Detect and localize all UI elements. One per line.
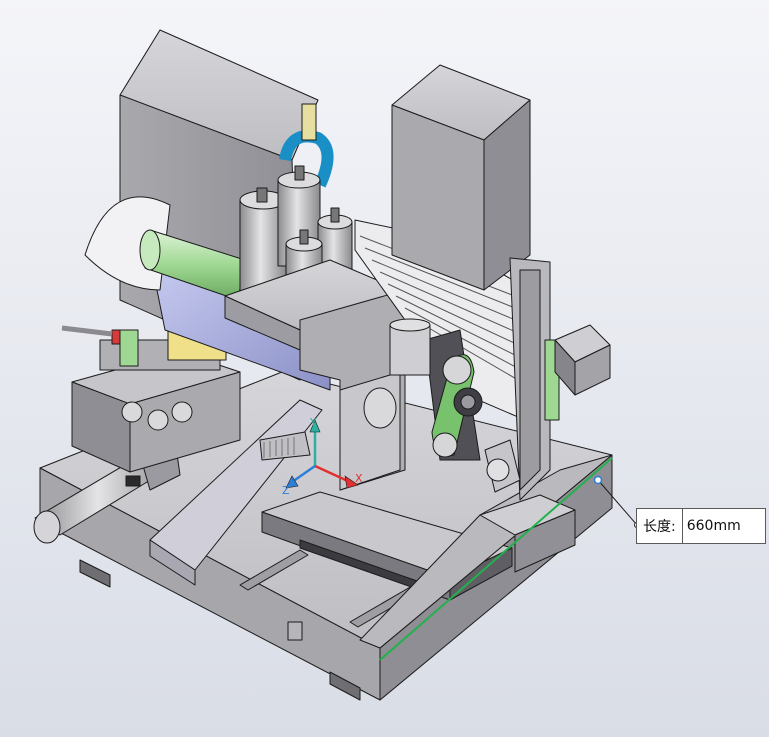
measure-callout[interactable]: 长度: 660mm — [636, 508, 766, 544]
measure-leader — [593, 475, 640, 528]
machine-model[interactable] — [33, 29, 613, 701]
coolant-hose[interactable] — [279, 130, 334, 188]
measure-label: 长度: — [637, 509, 683, 543]
scale-strip[interactable] — [259, 431, 311, 461]
gripper-module[interactable] — [61, 325, 241, 473]
measured-edge[interactable] — [379, 457, 613, 661]
right-rail-block[interactable] — [359, 454, 613, 649]
belt-drive[interactable] — [389, 318, 483, 461]
measure-value: 660mm — [686, 518, 741, 534]
triad-x-label: X — [355, 472, 363, 485]
coordinate-triad: Y X Z — [282, 416, 363, 497]
triad-y-label: Y — [309, 416, 317, 429]
triad-z-label: Z — [282, 484, 290, 497]
control-box[interactable] — [391, 64, 531, 291]
nozzle[interactable] — [301, 103, 317, 141]
spindle-motors[interactable] — [239, 165, 353, 311]
spindle-block[interactable] — [224, 259, 406, 491]
servo-motor-right[interactable] — [554, 324, 611, 396]
bearing-housing[interactable] — [484, 439, 521, 493]
